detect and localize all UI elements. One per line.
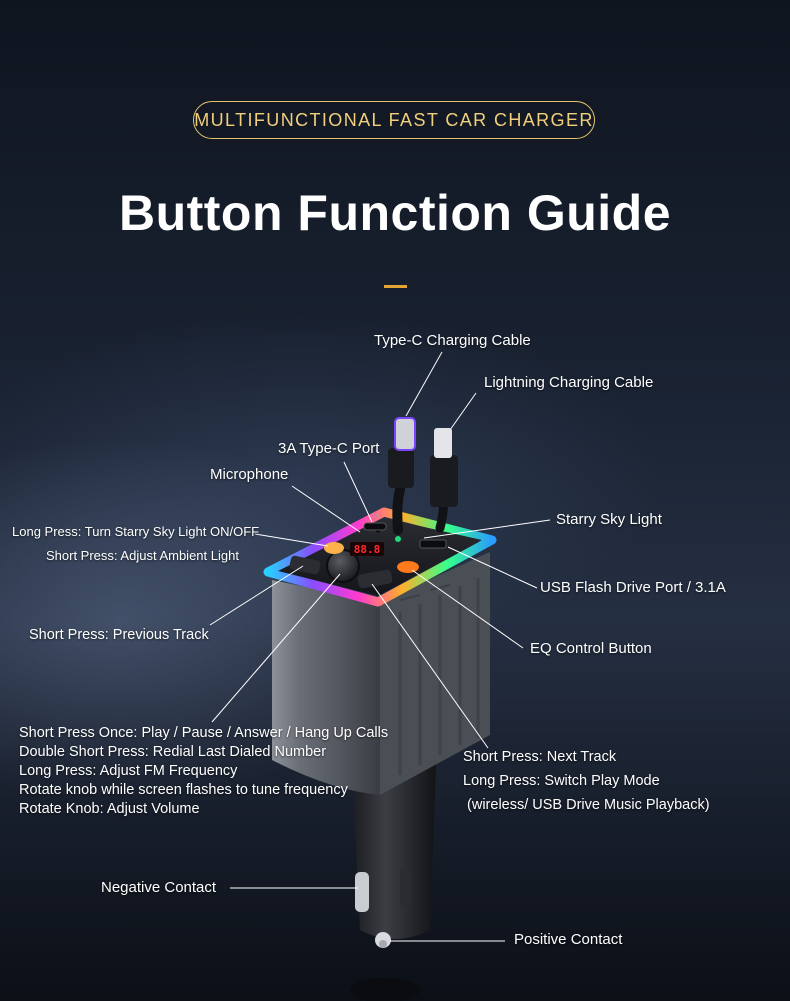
leader-eq-button [411, 569, 524, 649]
label-next-track: Short Press: Next Track [463, 749, 617, 765]
label-knob-rotate-tune: Rotate knob while screen flashes to tune… [19, 782, 348, 798]
display-screen [350, 542, 384, 556]
label-eq-button: EQ Control Button [530, 640, 652, 657]
plug-side-spring-right [400, 868, 410, 906]
device-body [272, 580, 380, 795]
leader-knob [211, 573, 341, 723]
page-title: Button Function Guide [118, 185, 672, 241]
label-microphone: Microphone [210, 466, 289, 483]
next-track-button [357, 569, 393, 589]
label-starry-sky-light: Starry Sky Light [556, 511, 662, 528]
label-type-c-cable: Type-C Charging Cable [374, 332, 531, 349]
port-label: 3A [371, 513, 380, 520]
starry-sky-light-dot [395, 536, 401, 542]
label-knob-double-press: Double Short Press: Redial Last Dialed N… [19, 744, 327, 760]
lightning-connector-head [430, 455, 458, 507]
light-button [324, 542, 344, 554]
label-previous-track: Short Press: Previous Track [29, 627, 209, 643]
label-short-press-ambient: Short Press: Adjust Ambient Light [46, 548, 239, 563]
title-divider [384, 285, 407, 288]
leader-usb-port [447, 546, 538, 589]
type-c-cable [392, 450, 406, 535]
leader-starry-sky-light [423, 519, 551, 539]
leader-previous-track [209, 565, 304, 626]
label-positive-contact: Positive Contact [514, 931, 623, 948]
leader-lightning-cable [449, 392, 477, 431]
plug-side-spring-left [355, 872, 369, 912]
usb-drive-port [419, 539, 447, 549]
label-type-c-port: 3A Type-C Port [278, 440, 380, 457]
display-readout: 88.8 [354, 543, 381, 556]
leader-type-c-port [343, 461, 373, 523]
eq-control-button [397, 561, 419, 573]
label-negative-contact: Negative Contact [101, 879, 217, 896]
leader-microphone [291, 485, 361, 533]
label-lightning-cable: Lightning Charging Cable [484, 374, 654, 391]
label-knob-long-press: Long Press: Adjust FM Frequency [19, 763, 238, 779]
leader-type-c-cable [405, 351, 443, 417]
leader-next-track [371, 583, 489, 749]
label-long-press-light: Long Press: Turn Starry Sky Light ON/OFF [12, 524, 260, 539]
header-badge: MULTIFUNCTIONAL FAST CAR CHARGER [193, 101, 595, 139]
starry-sky-light-ring [263, 507, 497, 607]
label-usb-port: USB Flash Drive Port / 3.1A [540, 579, 726, 596]
type-c-port [363, 522, 387, 531]
label-switch-play-mode: Long Press: Switch Play Mode [463, 773, 660, 789]
leader-light-button [254, 533, 329, 547]
plug-barrel [352, 765, 436, 939]
label-play-mode-detail: (wireless/ USB Drive Music Playback) [463, 797, 710, 813]
label-knob-short-press: Short Press Once: Play / Pause / Answer … [19, 725, 389, 741]
label-knob-rotate-volume: Rotate Knob: Adjust Volume [19, 801, 200, 817]
type-c-connector-head [388, 448, 414, 488]
